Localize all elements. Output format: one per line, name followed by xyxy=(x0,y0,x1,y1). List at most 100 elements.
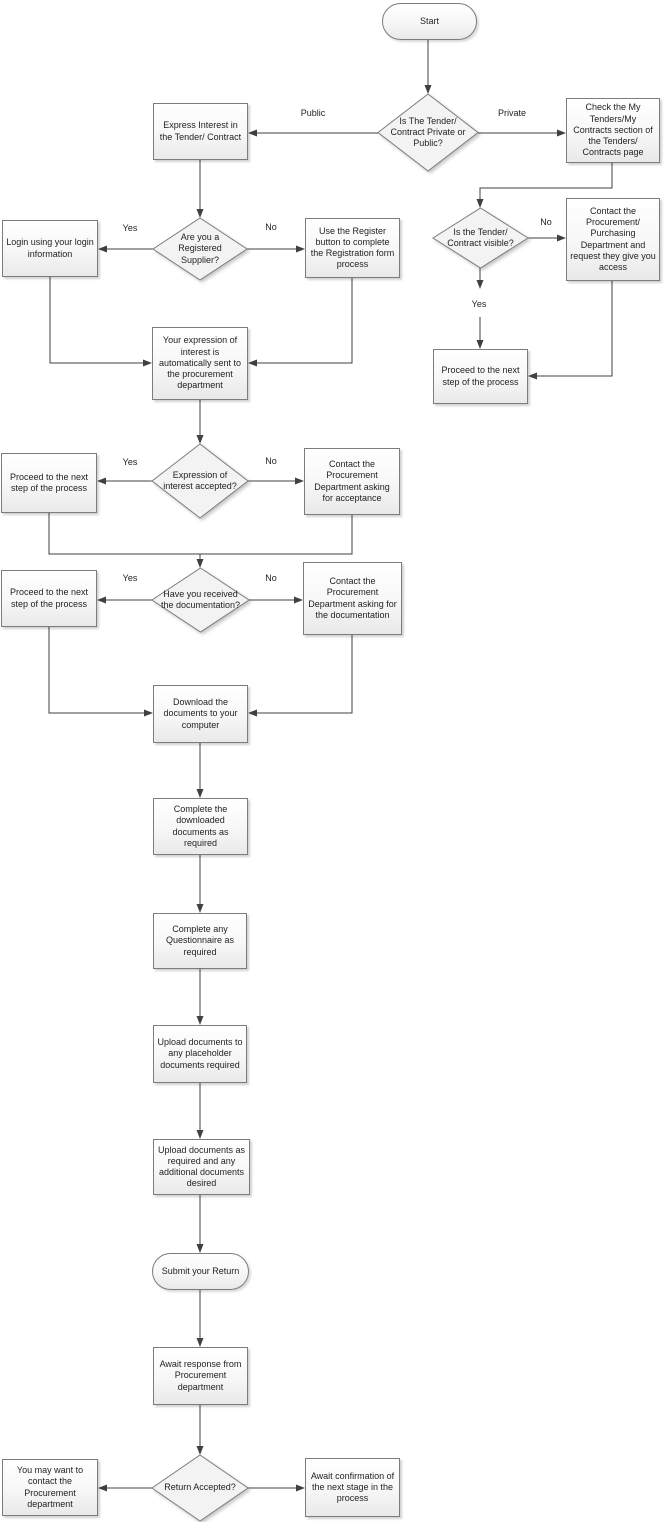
node-await-response-label: Await response from Procurement departme… xyxy=(159,1359,242,1392)
decision-received-documentation-label: Have you received the documentation? xyxy=(160,588,241,610)
node-proceed-next-step-accepted: Proceed to the next step of the process xyxy=(1,453,97,513)
arrowhead xyxy=(98,245,107,253)
decision-return-accepted: Return Accepted? xyxy=(151,1454,249,1522)
arrowhead xyxy=(296,1484,305,1492)
edge-label-no-documentation: No xyxy=(265,573,277,583)
decision-expression-accepted-label: Expression of interest accepted? xyxy=(163,469,237,491)
node-expression-sent-label: Your expression of interest is automatic… xyxy=(158,335,242,391)
edge-contact-doc-to-download xyxy=(256,635,353,714)
node-proceed-label: Proceed to the next step of the process xyxy=(9,471,89,493)
node-contact-asking-documentation-label: Contact the Procurement Department askin… xyxy=(308,576,397,620)
edge-label-yes-visible: Yes xyxy=(471,299,487,309)
arrowhead xyxy=(196,559,204,568)
edge-label-yes-registered: Yes xyxy=(122,223,138,233)
node-submit-return-label: Submit your Return xyxy=(161,1265,240,1276)
node-express-interest: Express Interest in the Tender/ Contract xyxy=(153,103,248,160)
edge-merge-to-received-documentation xyxy=(48,513,353,555)
edge-label-public: Public xyxy=(300,108,326,118)
arrowhead xyxy=(144,709,153,717)
arrowhead xyxy=(424,85,432,94)
arrowhead xyxy=(98,1484,107,1492)
arrowhead xyxy=(528,372,537,380)
arrowhead xyxy=(557,129,566,137)
arrowhead xyxy=(294,596,303,604)
node-await-response: Await response from Procurement departme… xyxy=(153,1347,248,1405)
arrowheads xyxy=(97,85,566,1492)
arrowhead xyxy=(196,904,204,913)
edge-label-yes-accepted: Yes xyxy=(122,457,138,467)
diamond-shape xyxy=(151,567,250,633)
edge-contact-access-to-proceed xyxy=(536,281,613,377)
node-download-documents: Download the documents to your computer xyxy=(153,685,248,743)
arrowhead xyxy=(196,789,204,798)
edge-label-no-registered: No xyxy=(265,222,277,232)
diamond-shape xyxy=(377,93,479,172)
diamond-shape xyxy=(432,207,529,269)
edge-label-yes-documentation: Yes xyxy=(122,573,138,583)
node-contact-procurement-label: You may want to contact the Procurement … xyxy=(16,1465,84,1509)
arrowhead xyxy=(476,280,484,289)
edge-login-to-expression-sent xyxy=(49,277,144,364)
arrowhead xyxy=(196,1130,204,1139)
decision-registered-supplier: Are you a Registered Supplier? xyxy=(152,217,248,281)
arrowhead xyxy=(196,1446,204,1455)
arrowhead xyxy=(557,234,566,242)
arrowhead xyxy=(196,1016,204,1025)
decision-tender-visible: Is the Tender/ Contract visible? xyxy=(432,207,529,269)
node-contact-request-access-label: Contact the Procurement/ Purchasing Depa… xyxy=(570,205,656,272)
node-start-label: Start xyxy=(419,15,439,26)
arrowhead xyxy=(196,209,204,218)
decision-tender-private-or-public: Is The Tender/ Contract Private or Publi… xyxy=(377,93,479,172)
edge-label-private: Private xyxy=(497,108,527,118)
node-proceed-next-step-visible: Proceed to the next step of the process xyxy=(433,349,528,404)
node-expression-sent: Your expression of interest is automatic… xyxy=(152,327,248,400)
node-check-my-tenders-label: Check the My Tenders/My Contracts sectio… xyxy=(573,102,653,158)
node-contact-procurement: You may want to contact the Procurement … xyxy=(2,1459,98,1516)
arrowhead xyxy=(97,477,106,485)
node-complete-downloaded: Complete the downloaded documents as req… xyxy=(153,798,248,855)
decision-tender-visible-label: Is the Tender/ Contract visible? xyxy=(447,226,514,248)
decision-expression-accepted: Expression of interest accepted? xyxy=(151,443,249,519)
arrowhead xyxy=(143,359,152,367)
node-use-register-button-label: Use the Register button to complete the … xyxy=(310,225,395,270)
decision-registered-supplier-label: Are you a Registered Supplier? xyxy=(178,232,222,265)
node-upload-additional: Upload documents as required and any add… xyxy=(153,1139,250,1195)
edge-label-no-visible: No xyxy=(540,217,552,227)
node-start: Start xyxy=(382,3,477,40)
arrowhead xyxy=(196,1244,204,1253)
node-complete-questionnaire-label: Complete any Questionnaire as required xyxy=(165,924,235,957)
decision-tender-private-or-public-label: Is The Tender/ Contract Private or Publi… xyxy=(390,115,466,149)
node-express-interest-label: Express Interest in the Tender/ Contract xyxy=(159,120,242,142)
node-upload-placeholder-label: Upload documents to any placeholder docu… xyxy=(157,1037,243,1070)
node-proceed-label: Proceed to the next step of the process xyxy=(441,365,520,387)
arrowhead xyxy=(196,435,204,444)
node-upload-additional-label: Upload documents as required and any add… xyxy=(157,1144,246,1189)
decision-received-documentation: Have you received the documentation? xyxy=(151,567,250,633)
arrowhead xyxy=(97,596,106,604)
edge-check-my-tenders-to-visible xyxy=(479,163,613,200)
node-contact-asking-acceptance: Contact the Procurement Department askin… xyxy=(304,448,400,515)
node-await-confirmation-label: Await confirmation of the next stage in … xyxy=(310,1470,395,1504)
node-submit-return: Submit your Return xyxy=(152,1253,249,1290)
node-await-confirmation: Await confirmation of the next stage in … xyxy=(305,1458,400,1517)
decision-return-accepted-label: Return Accepted? xyxy=(164,1482,236,1493)
arrowhead xyxy=(295,477,304,485)
arrowhead xyxy=(476,340,484,349)
edge-register-to-expression-sent xyxy=(256,278,353,364)
node-download-documents-label: Download the documents to your computer xyxy=(163,697,238,730)
arrowhead xyxy=(248,359,257,367)
node-proceed-label: Proceed to the next step of the process xyxy=(9,587,89,609)
connector-lines xyxy=(48,40,613,1489)
node-contact-asking-documentation: Contact the Procurement Department askin… xyxy=(303,562,402,635)
node-login: Login using your login information xyxy=(2,220,98,277)
node-proceed-next-step-documentation: Proceed to the next step of the process xyxy=(1,570,97,627)
node-complete-downloaded-label: Complete the downloaded documents as req… xyxy=(172,804,229,848)
node-login-label: Login using your login information xyxy=(6,237,94,259)
node-check-my-tenders: Check the My Tenders/My Contracts sectio… xyxy=(566,98,660,163)
arrowhead xyxy=(476,199,484,208)
edge-label-no-accepted: No xyxy=(265,456,277,466)
arrowhead xyxy=(248,709,257,717)
arrowhead xyxy=(296,245,305,253)
